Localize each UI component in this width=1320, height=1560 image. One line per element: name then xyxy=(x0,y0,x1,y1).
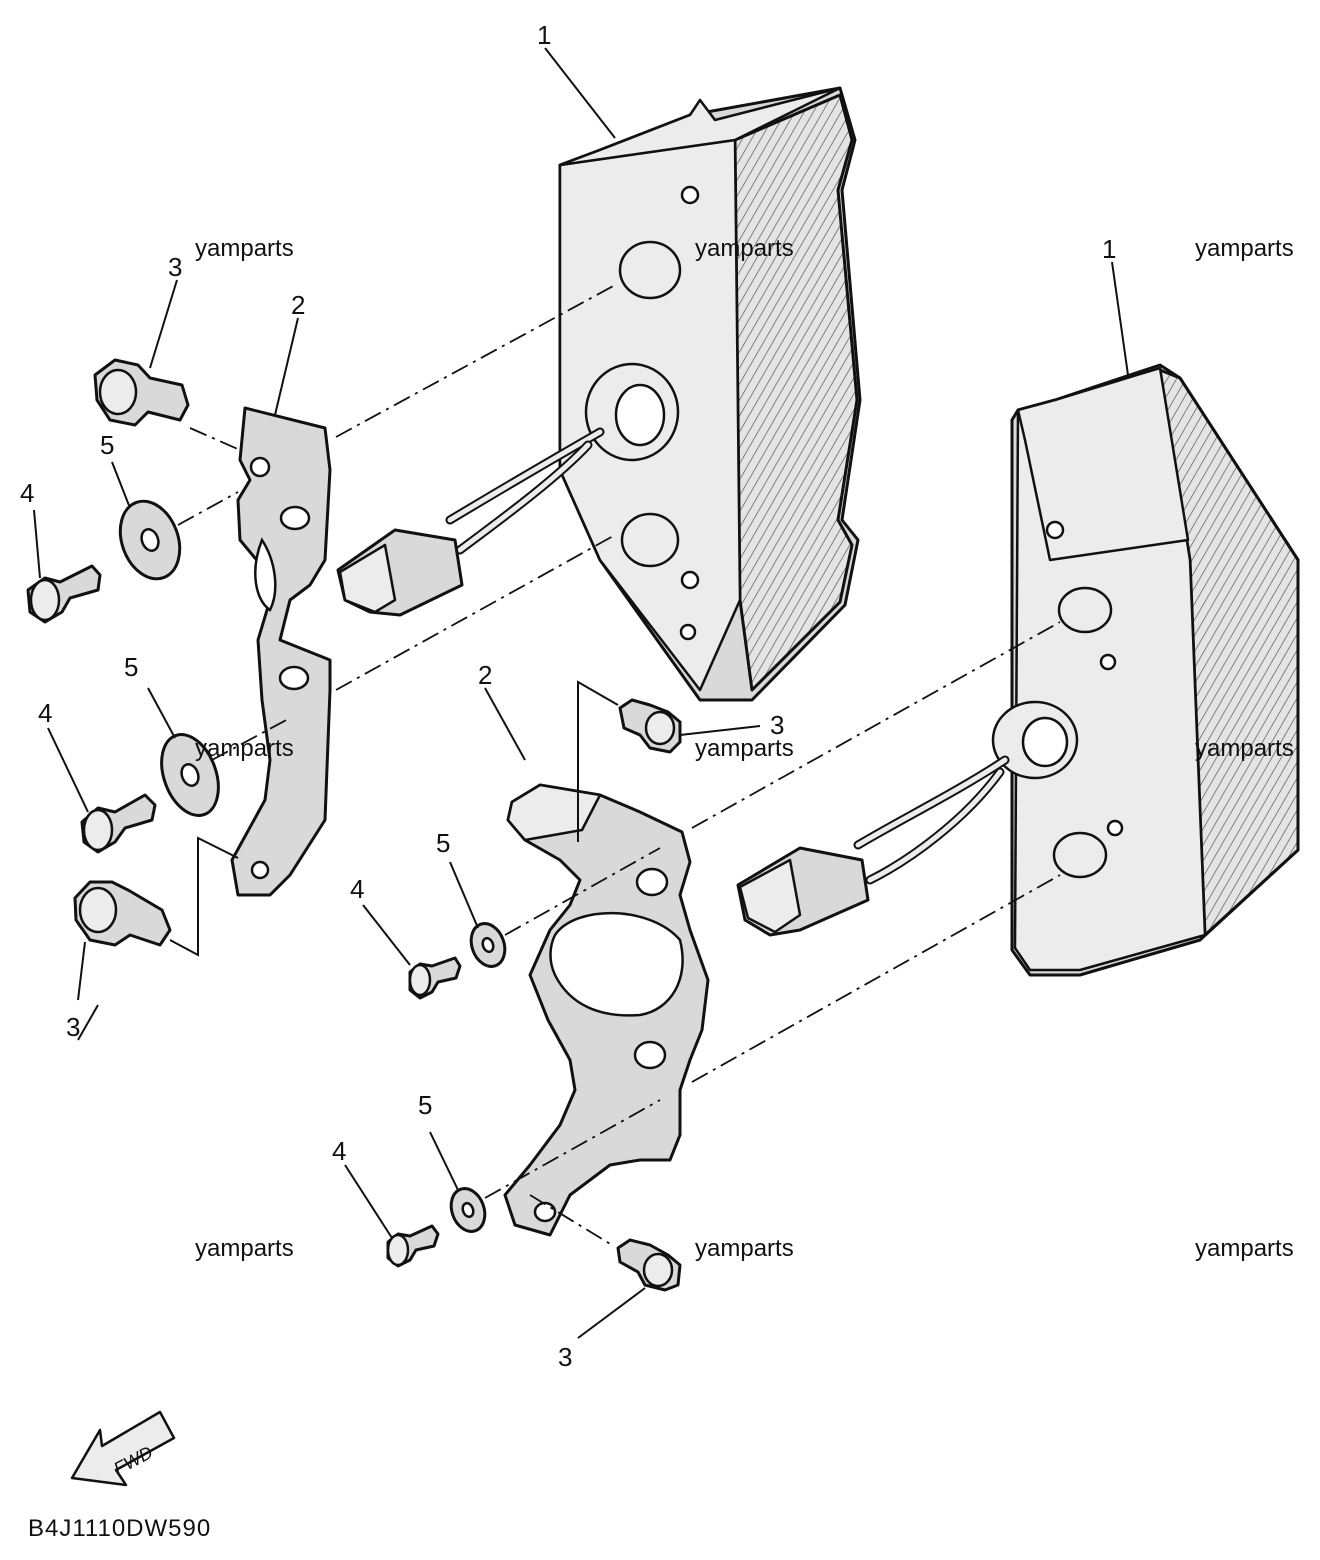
screw-center-upper xyxy=(408,956,462,1000)
bolt-left-top xyxy=(93,358,190,427)
screw-center-lower xyxy=(386,1224,440,1268)
callout-bolt-center-top: 3 xyxy=(770,710,784,740)
reflector-right xyxy=(991,363,1300,977)
callout-screw-center-upper: 4 xyxy=(350,874,364,904)
callout-bolt-center-bottom: 3 xyxy=(558,1342,572,1372)
callout-reflector-top: 1 xyxy=(537,20,551,50)
assembly-lines xyxy=(169,284,1061,1246)
watermarks: yamparts yamparts yamparts yamparts yamp… xyxy=(195,235,1294,1262)
bolt-center-top xyxy=(618,698,682,754)
callout-screw-left-lower: 4 xyxy=(38,698,52,728)
watermark-5: yamparts xyxy=(695,735,794,762)
reflector-right-wiring xyxy=(736,755,1010,937)
washer-left-lower xyxy=(160,733,220,817)
watermark-7: yamparts xyxy=(195,1235,294,1262)
washer-center-upper xyxy=(469,922,507,968)
watermark-2: yamparts xyxy=(695,235,794,262)
callout-washer-center-upper: 5 xyxy=(436,828,450,858)
screw-left-lower xyxy=(80,793,157,854)
callout-bracket-center: 2 xyxy=(478,660,492,690)
watermark-1: yamparts xyxy=(195,235,294,262)
bracket-center xyxy=(503,783,710,1237)
watermark-3: yamparts xyxy=(1195,235,1294,262)
callout-washer-left-upper: 5 xyxy=(100,430,114,460)
watermark-8: yamparts xyxy=(695,1235,794,1262)
washer-center-lower xyxy=(449,1187,487,1233)
callout-screw-center-lower: 4 xyxy=(332,1136,346,1166)
callout-screw-left-upper: 4 xyxy=(20,478,34,508)
bolt-center-bottom xyxy=(616,1238,682,1292)
washer-left-upper xyxy=(118,499,182,581)
reflector-left xyxy=(558,86,862,702)
watermark-6: yamparts xyxy=(1195,735,1294,762)
callout-bolt-left-top: 3 xyxy=(168,252,182,282)
callout-bolt-left-bottom: 3 xyxy=(66,1012,80,1042)
leader-lines xyxy=(33,47,1129,1339)
watermark-9: yamparts xyxy=(1195,1235,1294,1262)
screw-left-upper xyxy=(26,564,102,624)
callout-labels: 1 1 2 2 3 3 3 3 4 4 4 4 5 5 5 5 xyxy=(20,20,1116,1372)
watermark-4: yamparts xyxy=(195,735,294,762)
callout-bracket-left: 2 xyxy=(291,290,305,320)
bolt-left-bottom xyxy=(73,880,172,947)
reflector-left-wiring xyxy=(336,427,605,617)
bracket-left xyxy=(230,406,332,897)
forward-arrow-icon: FWD xyxy=(70,1410,176,1487)
diagram-code: B4J1110DW590 xyxy=(28,1515,211,1542)
callout-reflector-right: 1 xyxy=(1102,234,1116,264)
callout-washer-left-lower: 5 xyxy=(124,652,138,682)
callout-washer-center-lower: 5 xyxy=(418,1090,432,1120)
